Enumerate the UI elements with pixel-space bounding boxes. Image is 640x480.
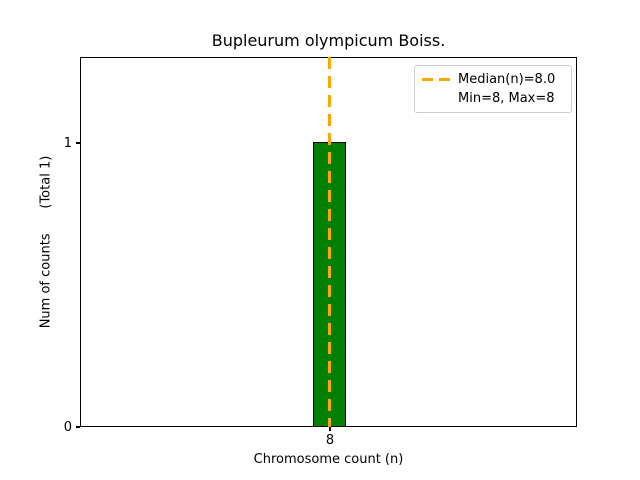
legend: Median(n)=8.0 Min=8, Max=8 (414, 65, 572, 113)
chart-title: Bupleurum olympicum Boiss. (211, 31, 446, 50)
legend-entry-minmax: Min=8, Max=8 (422, 89, 564, 108)
dashed-line-icon (422, 78, 450, 81)
median-dashed-line (328, 57, 331, 427)
y-axis-label: Num of counts (Total 1) (38, 155, 54, 329)
y-tick-label-0: 0 (63, 420, 72, 435)
legend-empty-handle (422, 97, 450, 100)
legend-median-label: Median(n)=8.0 (458, 72, 556, 87)
x-tick-mark-8 (329, 427, 331, 431)
y-tick-label-1: 1 (63, 136, 72, 151)
legend-entry-median: Median(n)=8.0 (422, 70, 564, 89)
x-tick-label-8: 8 (325, 433, 335, 448)
x-axis-label: Chromosome count (n) (253, 452, 404, 467)
y-tick-mark-0 (76, 426, 80, 428)
y-tick-mark-1 (76, 142, 80, 144)
legend-minmax-label: Min=8, Max=8 (458, 91, 555, 106)
